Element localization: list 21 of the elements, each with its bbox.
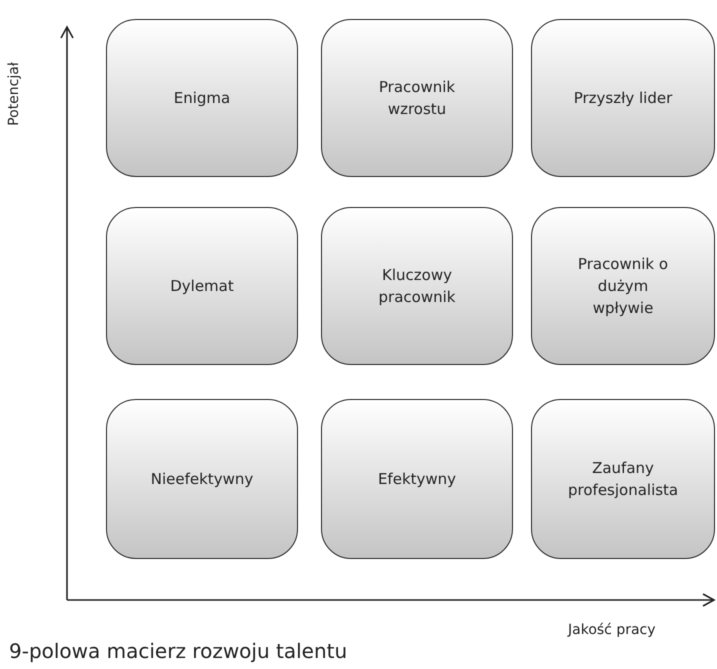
box-label: Efektywny	[378, 469, 456, 490]
caption: 9-polowa macierz rozwoju talentu	[9, 639, 348, 663]
box-label: Nieefektywny	[150, 469, 254, 490]
category-box	[321, 19, 513, 177]
box-label: Zaufany profesjonalista	[568, 458, 678, 501]
category-box	[531, 19, 715, 177]
box-label: Przyszły lider	[574, 88, 672, 109]
category-box	[106, 207, 298, 365]
category-box	[106, 19, 298, 177]
box-label: Pracownik wzrostu	[378, 77, 456, 120]
axis-title: Potencjał	[6, 62, 22, 126]
box-label: Kluczowy pracownik	[378, 265, 456, 308]
box-label: Pracownik o dużym wpływie	[576, 254, 670, 319]
category-box	[531, 207, 715, 365]
category-box	[531, 399, 715, 559]
category-box	[106, 399, 298, 559]
box-label: Enigma	[174, 88, 230, 109]
category-box	[321, 207, 513, 365]
box-label: Dylemat	[170, 276, 234, 297]
category-box	[321, 399, 513, 559]
axis-title: Jakość pracy	[568, 622, 656, 638]
